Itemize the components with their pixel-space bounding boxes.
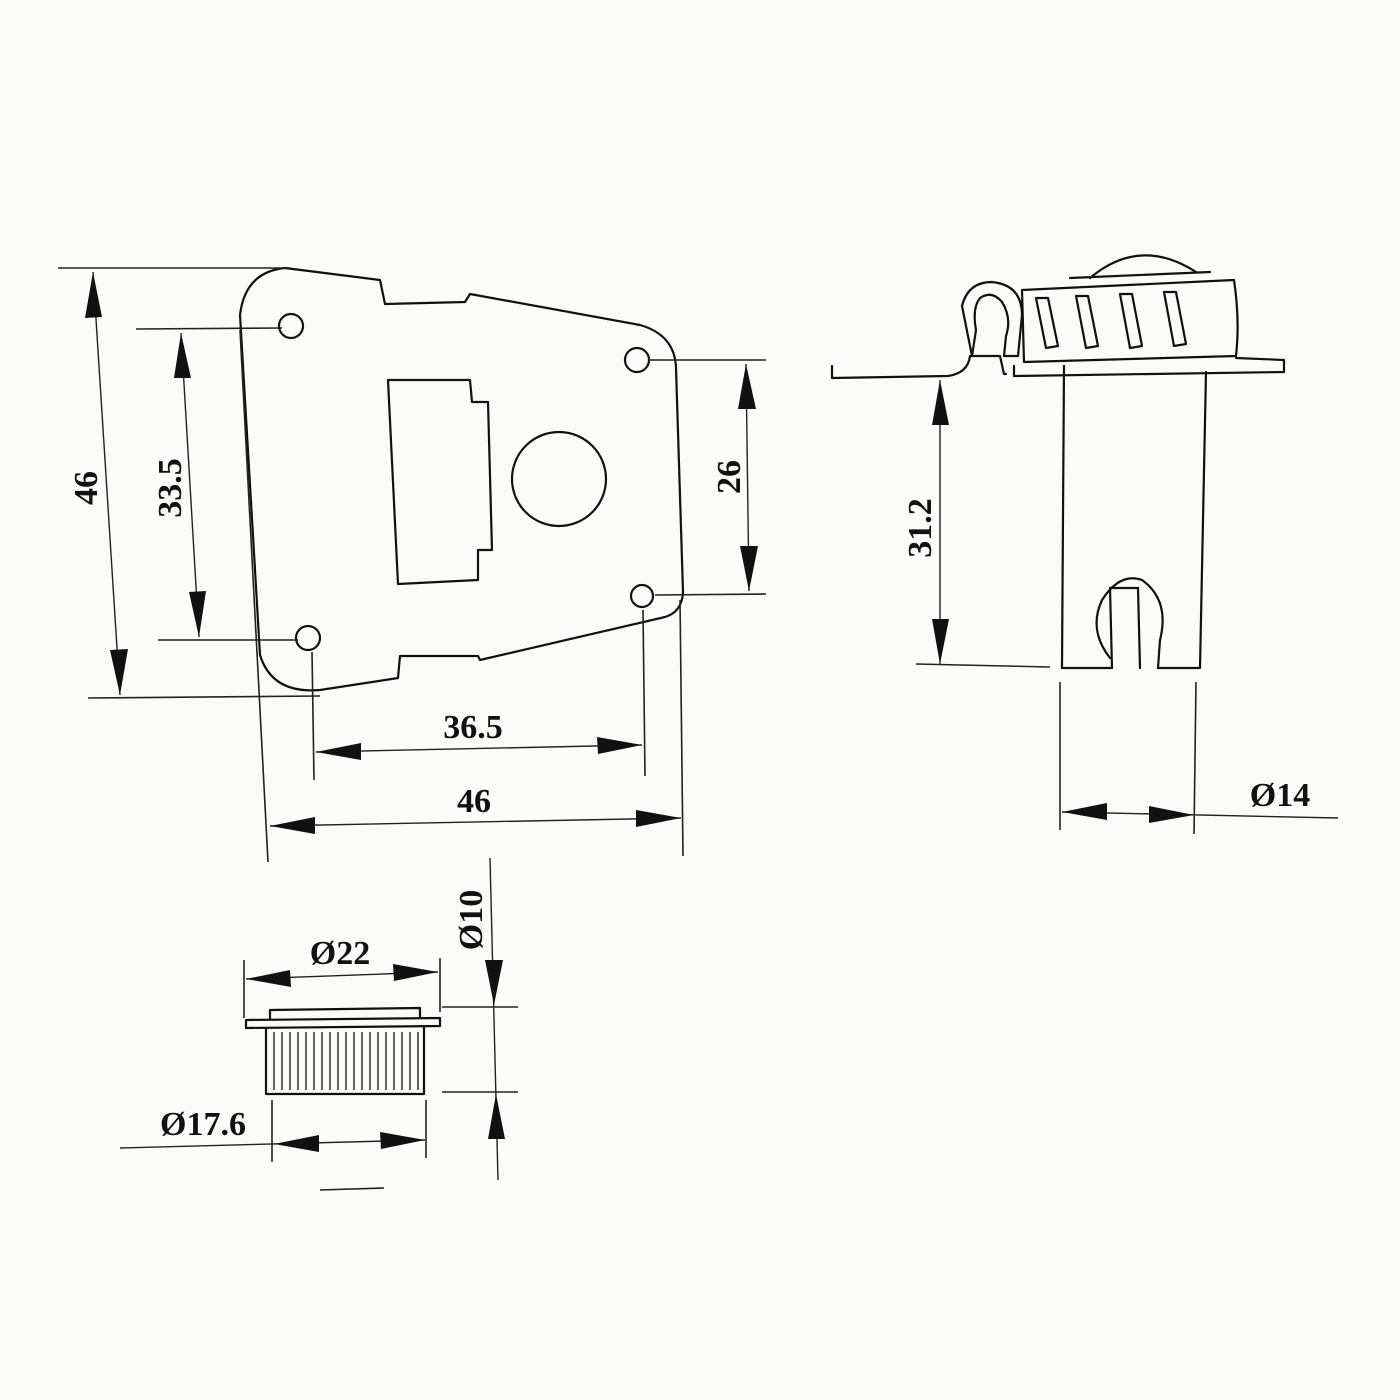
dimension-cap-outer-diameter: Ø22 <box>243 935 441 1018</box>
mounting-hole-bottom-right <box>629 583 655 609</box>
cap-slot-1 <box>1034 296 1060 350</box>
dim-hole-spacing-horizontal: 36.5 <box>443 709 503 746</box>
dim-overall-height: 46 <box>68 471 105 505</box>
dim-overall-width: 46 <box>457 783 491 820</box>
dimension-hole-spacing-left: 33.5 <box>135 327 298 641</box>
cap-slot-2 <box>1074 294 1100 350</box>
bottom-edge-artifact <box>319 1187 385 1191</box>
dim-side-diameter: Ø14 <box>1250 777 1310 814</box>
dimension-cap-inner-diameter: Ø17.6 <box>119 1100 427 1162</box>
cylinder-body <box>1060 364 1208 670</box>
round-cutout <box>510 430 608 528</box>
knurled-cap-top <box>1068 254 1212 280</box>
cap-slot-4 <box>1162 290 1188 348</box>
cap-body <box>264 1024 426 1096</box>
dim-side-height: 31.2 <box>902 498 939 558</box>
mounting-hole-bottom-left <box>294 624 322 652</box>
dimension-hole-spacing-horizontal: 36.5 <box>311 609 646 781</box>
dim-cap-height: Ø10 <box>453 890 490 950</box>
mounting-hole-top-right <box>623 346 651 374</box>
knurled-cap-body <box>1020 278 1239 364</box>
dimension-overall-height: 46 <box>58 267 321 699</box>
cap-knurl-lines <box>273 1032 419 1090</box>
cylinder-keyhole <box>1095 577 1164 670</box>
cap-view <box>244 1006 442 1096</box>
dimension-hole-spacing-right: 26 <box>650 359 767 596</box>
cap-slot-3 <box>1118 292 1144 350</box>
dim-cap-outer-diameter: Ø22 <box>310 935 370 972</box>
side-plate-left <box>830 354 1008 380</box>
dimension-overall-width: 46 <box>239 329 684 863</box>
rectangular-cutout <box>386 378 494 586</box>
dimension-cap-height: Ø10 <box>442 857 518 1181</box>
mounting-plate-outline <box>238 266 685 692</box>
dim-hole-spacing-left: 33.5 <box>152 458 189 518</box>
dimension-side-height: 31.2 <box>902 380 1051 668</box>
mounting-hole-top-left <box>277 312 305 340</box>
side-plate-right <box>1012 356 1286 378</box>
side-view <box>830 254 1286 670</box>
dim-hole-spacing-right: 26 <box>711 460 748 494</box>
cap-flange <box>244 1006 442 1030</box>
dimension-side-diameter: Ø14 <box>1059 681 1339 835</box>
hinge-curl <box>960 280 1024 358</box>
dim-cap-inner-diameter: Ø17.6 <box>160 1106 246 1143</box>
front-view <box>238 266 685 692</box>
